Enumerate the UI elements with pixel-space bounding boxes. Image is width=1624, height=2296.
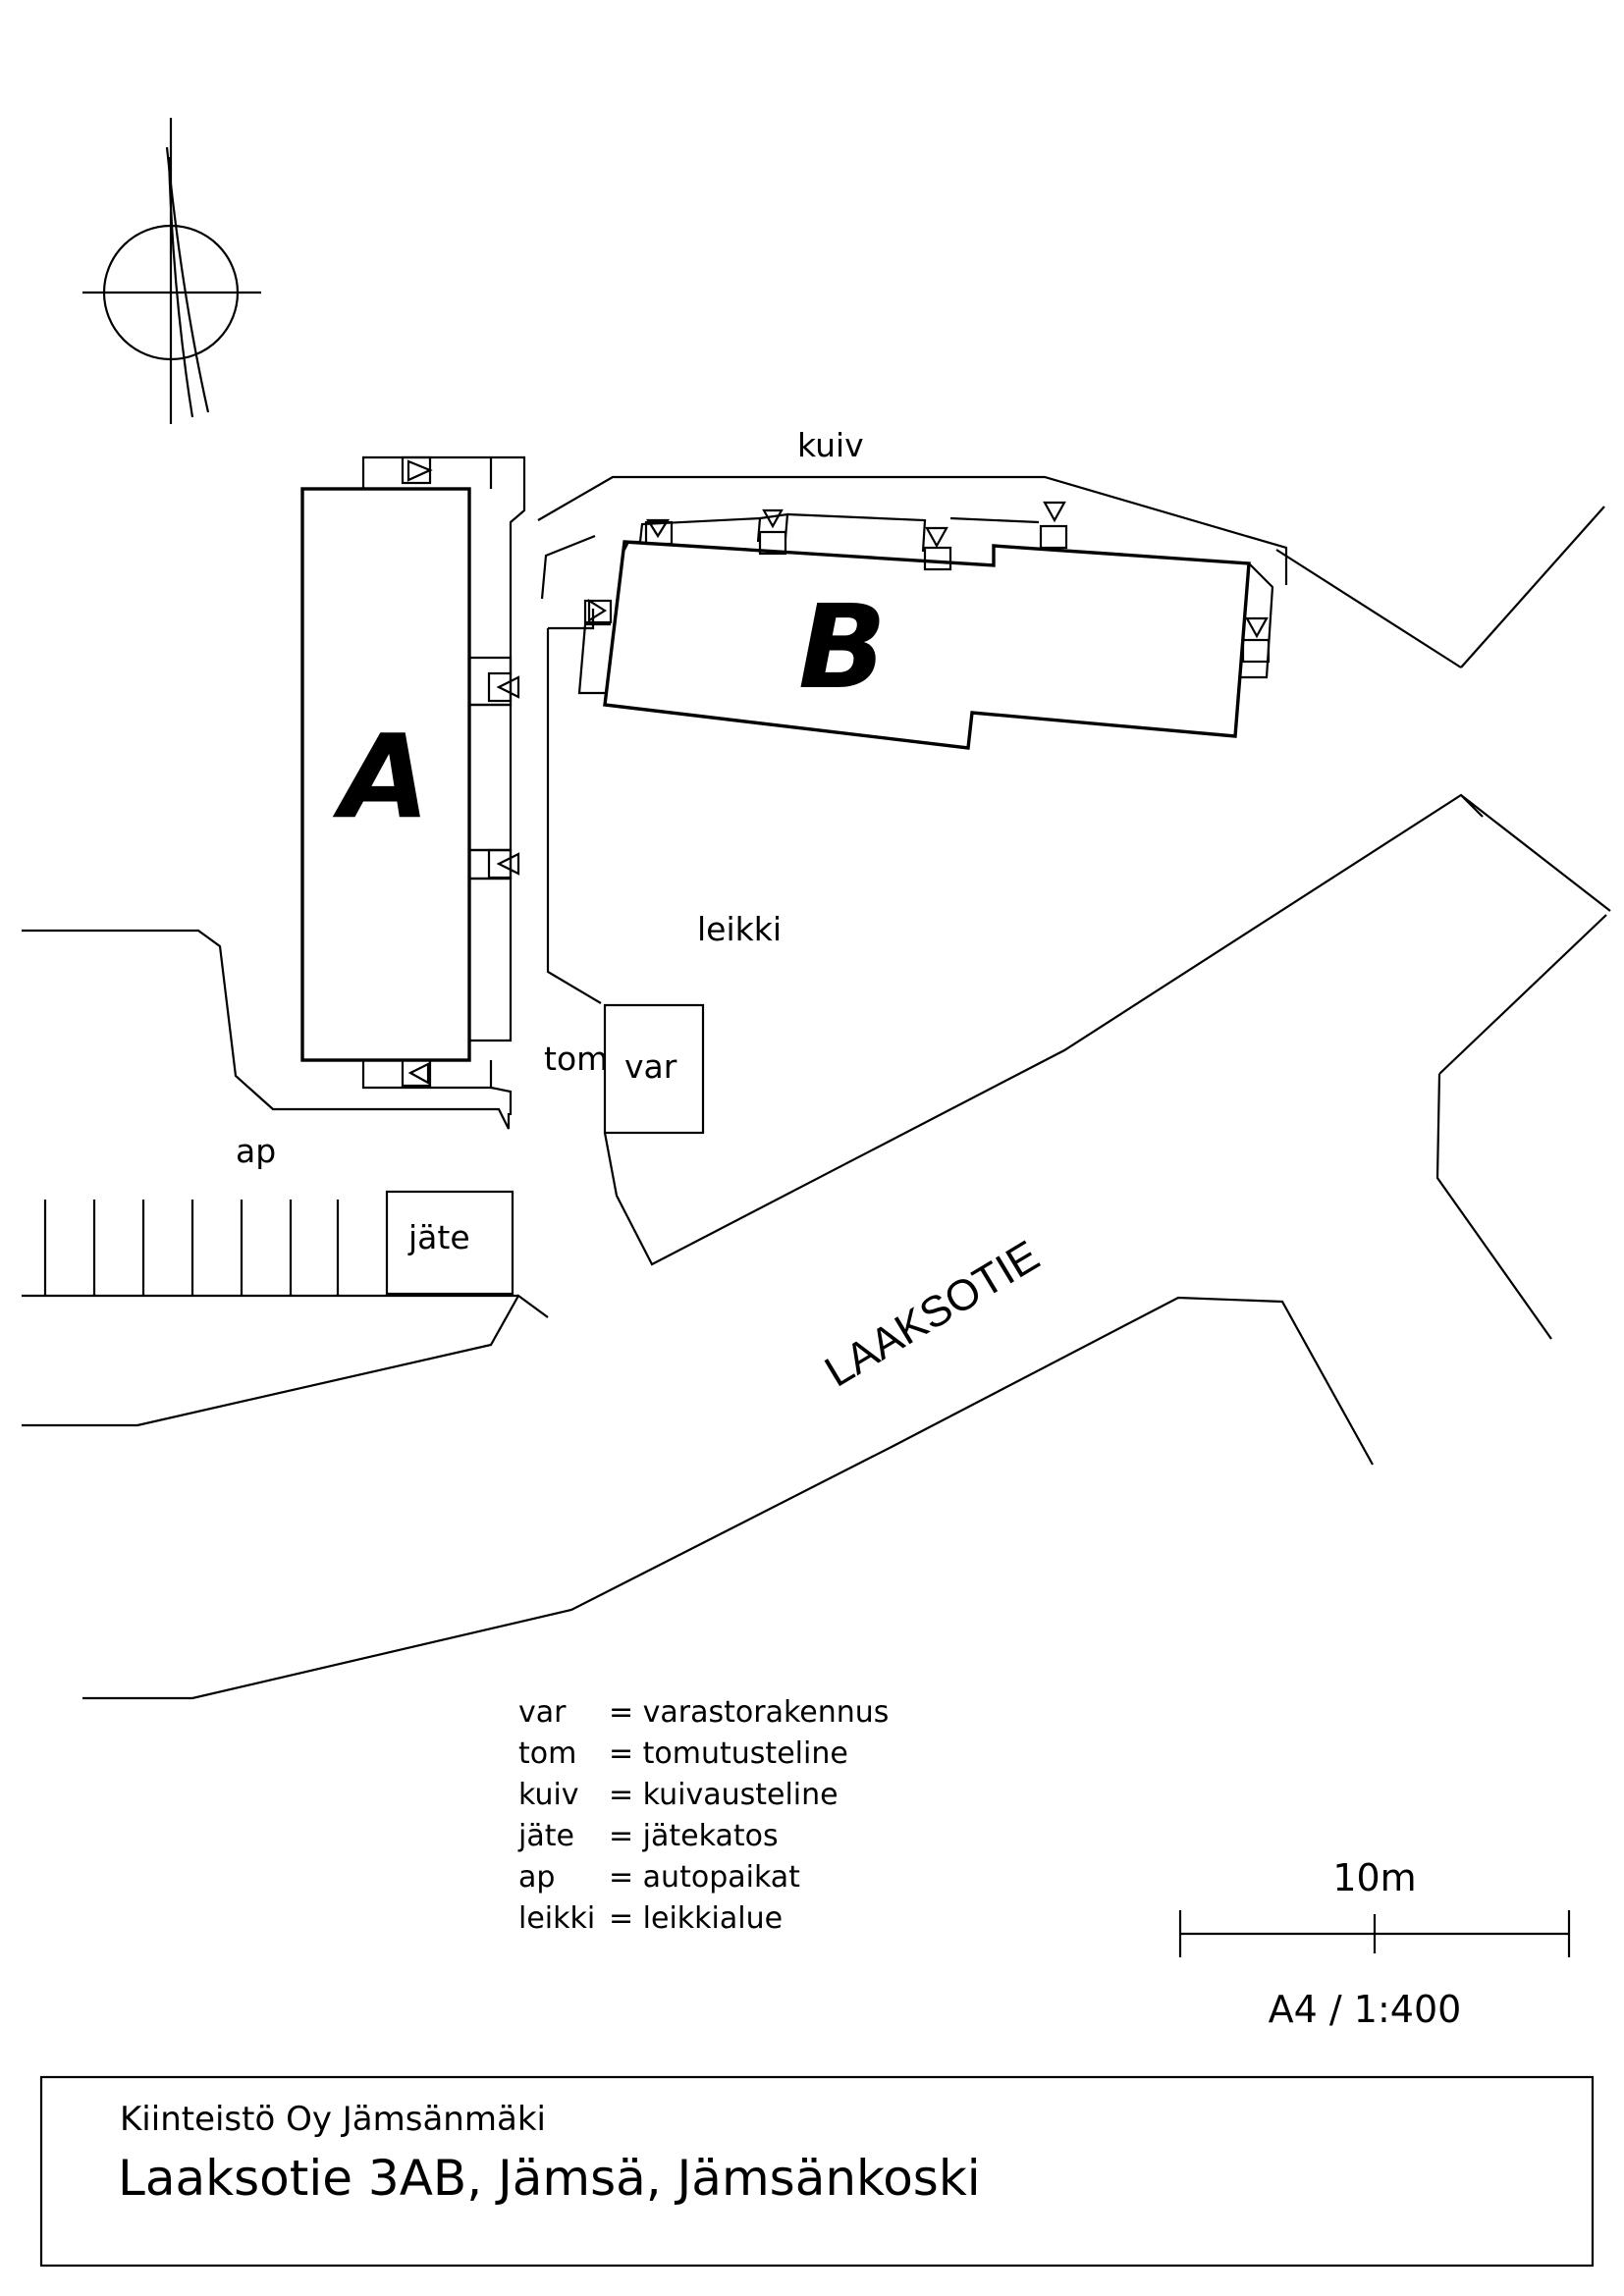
label-jate: jäte <box>407 1218 470 1256</box>
legend: var = varastorakennus tom = tomutusteline ku… <box>517 1695 889 1936</box>
entrance-triangle-icon <box>646 518 670 539</box>
label-var: var <box>624 1047 677 1086</box>
legend-desc: = varastorakennus <box>609 1695 889 1730</box>
north-arrow-icon <box>82 118 261 424</box>
entrance-triangle-icon <box>1245 616 1269 639</box>
legend-abbr: leikki <box>518 1901 595 1936</box>
entrance-triangle-icon <box>406 459 433 482</box>
building-a: A <box>300 487 471 1062</box>
label-ap: ap <box>236 1132 276 1170</box>
storage-building <box>603 1003 705 1135</box>
entrance-triangle-icon <box>587 599 608 622</box>
legend-abbr: tom <box>518 1736 576 1771</box>
company-name: Kiinteistö Oy Jämsänmäki <box>120 2100 546 2139</box>
kuiv-path <box>537 475 1288 585</box>
legend-desc: = tomutusteline <box>609 1736 848 1771</box>
central-path <box>546 609 602 1004</box>
building-b: B <box>603 540 1251 750</box>
building-a-bottom-entrance <box>361 1058 513 1115</box>
label-leikki: leikki <box>697 910 782 948</box>
building-b-entrances <box>577 501 1274 695</box>
entrance-triangle-icon <box>496 675 520 699</box>
legend-abbr: kuiv <box>518 1778 579 1812</box>
entrance-triangle-icon <box>1043 501 1066 523</box>
sheet-scale: A4 / 1:400 <box>1269 1988 1462 2031</box>
label-tom: tom <box>544 1040 608 1078</box>
legend-abbr: var <box>518 1695 567 1730</box>
road-name: LAAKSOTIE <box>817 1232 1048 1397</box>
building-b-label: B <box>798 579 887 715</box>
scale-label: 10m <box>1332 1856 1416 1899</box>
entrance-triangle-icon <box>407 1062 430 1085</box>
legend-abbr: ap <box>518 1860 555 1895</box>
waste-shelter <box>385 1190 514 1296</box>
road-laaksotie <box>22 506 1611 1700</box>
legend-desc: = autopaikat <box>609 1860 800 1895</box>
building-a-top-entrance <box>361 455 526 675</box>
address: Laaksotie 3AB, Jämsä, Jämsänkoski <box>118 2150 981 2207</box>
title-block: Kiinteistö Oy Jämsänmäki Laaksotie 3AB, … <box>39 2075 1595 2268</box>
left-path <box>22 929 511 1130</box>
scale-bar: 10m A4 / 1:400 <box>1178 1856 1571 2031</box>
parking-spaces <box>22 1200 518 1298</box>
building-a-walkway <box>469 656 520 1042</box>
walkway-b-left <box>540 534 596 600</box>
entrance-triangle-icon <box>925 526 948 549</box>
entrance-triangle-icon <box>496 852 520 876</box>
legend-abbr: jäte <box>517 1819 574 1853</box>
entrance-triangle-icon <box>762 508 784 529</box>
legend-desc: = jätekatos <box>609 1819 779 1853</box>
building-a-label: A <box>332 709 429 844</box>
legend-desc: = leikkialue <box>609 1901 783 1936</box>
legend-desc: = kuivausteline <box>609 1778 839 1812</box>
label-kuiv: kuiv <box>797 426 864 464</box>
